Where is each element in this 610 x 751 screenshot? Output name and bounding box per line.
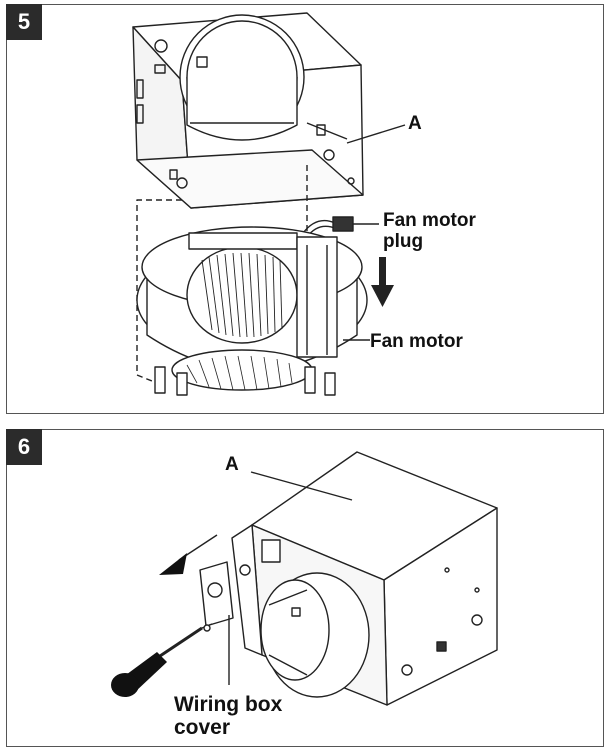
step-5-panel: 5 xyxy=(6,4,604,414)
housing-label-a: A xyxy=(408,113,422,134)
step-6-panel: 6 xyxy=(6,429,604,747)
fan-motor-plug-label-line1: Fan motor xyxy=(383,210,476,231)
fan-housing-exploded-illustration xyxy=(7,5,605,415)
screwdriver-icon xyxy=(111,628,202,697)
screw-icon xyxy=(202,624,212,631)
left-arrow-icon xyxy=(159,553,187,575)
fan-motor-plug-label-line2: plug xyxy=(383,231,424,252)
housing-label-a: A xyxy=(225,454,239,475)
wiring-box-cover-label-line2: cover xyxy=(174,716,231,739)
wiring-box-cover-illustration xyxy=(111,430,605,748)
fan-motor-label: Fan motor xyxy=(370,331,463,352)
wiring-box-cover-label-line1: Wiring box xyxy=(174,693,283,716)
step-number: 6 xyxy=(6,429,42,465)
step-number: 5 xyxy=(6,4,42,40)
down-arrow-icon xyxy=(371,257,394,307)
